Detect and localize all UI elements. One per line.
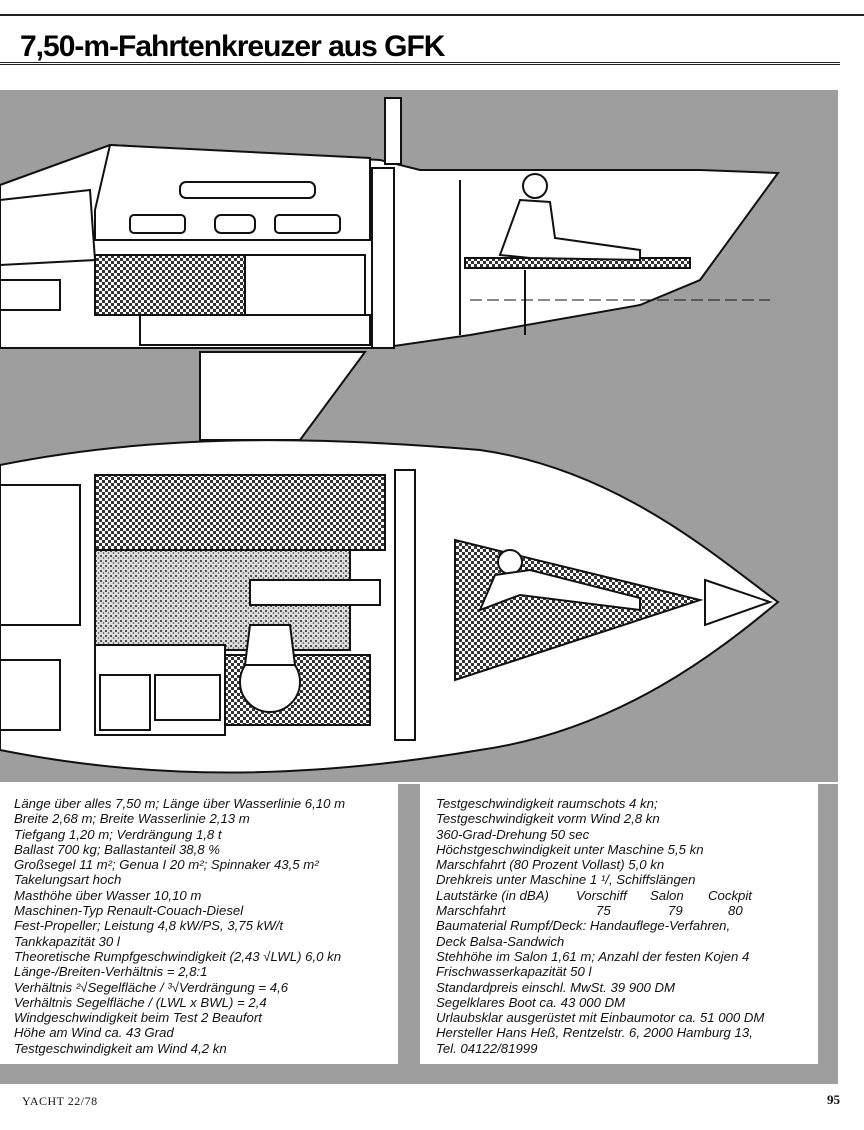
page-number: 95 (827, 1092, 840, 1107)
spec-line: Testgeschwindigkeit raumschots 4 kn; (436, 796, 658, 811)
spec-line: Standardpreis einschl. MwSt. 39 900 DM (436, 979, 675, 995)
spec-line: Drehkreis unter Maschine 1 ¹/, Schiffslä… (436, 872, 696, 888)
spec-line: Marschfahrt (80 Prozent Vollast) 5,0 kn (436, 857, 665, 873)
right-strip (818, 784, 838, 1084)
title-rule (0, 62, 840, 63)
spec-line: Verhältnis Segelfläche / (LWL x BWL) = 2… (14, 994, 267, 1010)
spec-line: Tankkapazität 30 l (14, 933, 120, 949)
spec-line: Breite 2,68 m; Breite Wasserlinie 2,13 m (14, 811, 250, 827)
page-title: 7,50-m-Fahrtenkreuzer aus GFK (20, 30, 445, 63)
sound-value-vorschiff: 75 (596, 903, 611, 919)
plan-view (0, 439, 780, 774)
sound-value-cockpit: 80 (728, 903, 743, 919)
spec-line: Baumaterial Rumpf/Deck: Handauflege-Verf… (436, 918, 731, 934)
spec-line: 360-Grad-Drehung 50 sec (436, 826, 590, 842)
top-rule (0, 14, 864, 16)
sound-value-row: Marschfahrt 75 79 80 (436, 903, 818, 918)
spec-line: Windgeschwindigkeit beim Test 2 Beaufort (14, 1010, 262, 1026)
yacht-drawing (0, 90, 838, 782)
spec-line: Urlaubsklar ausgerüstet mit Einbaumotor … (436, 1010, 765, 1026)
spec-line: Tiefgang 1,20 m; Verdrängung 1,8 t (14, 826, 222, 842)
sound-col-cockpit: Cockpit (708, 887, 752, 903)
sound-label: Lautstärke (in dBA) (436, 887, 549, 903)
spec-line: Verhältnis ²√Segelfläche / ³√Verdrängung… (14, 979, 289, 995)
spec-line: Tel. 04122/81999 (436, 1040, 538, 1056)
sound-header-row: Lautstärke (in dBA) Vorschiff Salon Cockpit (436, 888, 818, 903)
sound-row-label: Marschfahrt (436, 903, 506, 919)
specs-right-column: Testgeschwindigkeit raumschots 4 kn; Tes… (420, 784, 818, 1064)
bottom-strip (0, 1064, 838, 1084)
sound-col-salon: Salon (650, 887, 684, 903)
spec-line: Masthöhe über Wasser 10,10 m (14, 887, 202, 903)
spec-line: Länge über alles 7,50 m; Länge über Wass… (14, 796, 346, 811)
gutter-strip (398, 784, 420, 1084)
spec-line: Frischwasserkapazität 50 l (436, 964, 592, 980)
spec-line: Deck Balsa-Sandwich (436, 933, 565, 949)
sound-value-salon: 79 (668, 903, 683, 919)
spec-line: Fest-Propeller; Leistung 4,8 kW/PS, 3,75… (14, 918, 283, 934)
spec-line: Länge-/Breiten-Verhältnis = 2,8:1 (14, 964, 208, 980)
spec-line: Höchstgeschwindigkeit unter Maschine 5,5… (436, 841, 704, 857)
spec-line: Stehhöhe im Salon 1,61 m; Anzahl der fes… (436, 948, 750, 964)
spec-line: Takelungsart hoch (14, 872, 122, 888)
sound-col-vorschiff: Vorschiff (576, 887, 627, 903)
magazine-issue: YACHT 22/78 (22, 1094, 98, 1108)
spec-line: Hersteller Hans Heß, Rentzelstr. 6, 2000… (436, 1025, 753, 1041)
side-profile (0, 97, 780, 441)
spec-line: Maschinen-Typ Renault-Couach-Diesel (14, 903, 244, 919)
spec-line: Testgeschwindigkeit vorm Wind 2,8 kn (436, 811, 660, 827)
title-rule-second (0, 64, 840, 65)
spec-line: Ballast 700 kg; Ballastanteil 38,8 % (14, 841, 220, 857)
spec-line: Theoretische Rumpfgeschwindigkeit (2,43 … (14, 948, 342, 964)
spec-line: Segelklares Boot ca. 43 000 DM (436, 994, 626, 1010)
spec-line: Höhe am Wind ca. 43 Grad (14, 1025, 174, 1041)
yacht-drawing-svg (0, 97, 780, 774)
spec-line: Großsegel 11 m²; Genua I 20 m²; Spinnake… (14, 857, 319, 873)
specs-left-column: Länge über alles 7,50 m; Länge über Wass… (0, 784, 398, 1064)
spec-line: Testgeschwindigkeit am Wind 4,2 kn (14, 1040, 227, 1056)
